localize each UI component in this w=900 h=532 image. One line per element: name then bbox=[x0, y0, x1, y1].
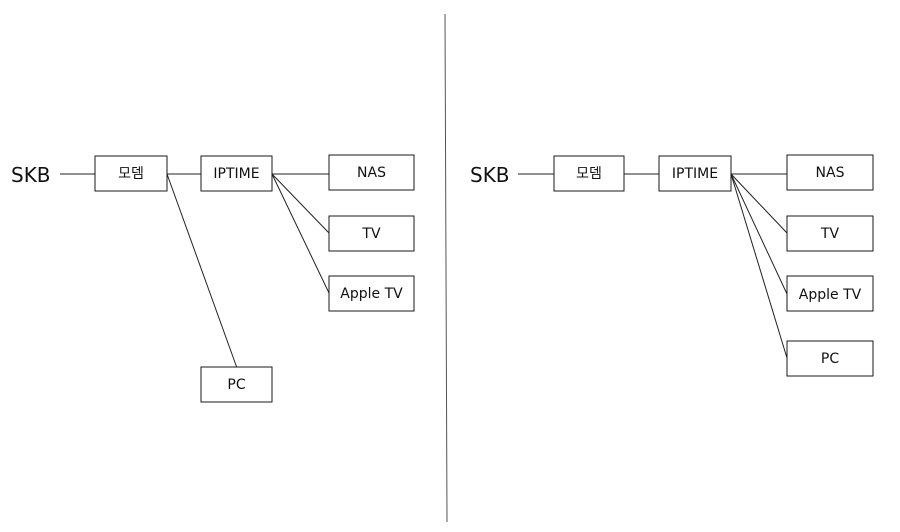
left-tv-label: TV bbox=[361, 226, 381, 242]
left-nas-label: NAS bbox=[357, 165, 386, 181]
right-pc-box bbox=[786, 340, 874, 377]
right-source-label: SKB bbox=[470, 163, 510, 187]
left-tv-node: TV bbox=[328, 215, 415, 252]
right-tv-node: TV bbox=[786, 215, 874, 252]
right-router-node: IPTIME bbox=[658, 155, 732, 192]
left-pc-label: PC bbox=[227, 377, 245, 393]
right-pc-label: PC bbox=[821, 351, 839, 367]
right-modem-node: 모뎀 bbox=[553, 155, 625, 192]
right-nas-label: NAS bbox=[816, 165, 845, 181]
left-modem-box bbox=[94, 155, 168, 192]
right-nas-box bbox=[786, 154, 874, 191]
left-router-box bbox=[200, 155, 273, 192]
left-nas-box bbox=[328, 154, 415, 191]
left-apple-tv-box bbox=[328, 275, 415, 312]
right-router-box bbox=[658, 155, 732, 192]
right-pc-node: PC bbox=[786, 340, 874, 377]
left-apple-tv-node: Apple TV bbox=[328, 275, 415, 312]
left-diagram: SKB 모뎀 IPTIME NAS TV Apple TV P bbox=[11, 154, 415, 403]
left-modem-node: 모뎀 bbox=[94, 155, 168, 192]
right-link-router-pc bbox=[730, 173, 788, 359]
right-modem-label: 모뎀 bbox=[576, 166, 602, 182]
right-diagram: SKB 모뎀 IPTIME NAS TV Apple TV P bbox=[470, 154, 874, 377]
left-link-modem-pc bbox=[166, 173, 238, 369]
right-tv-label: TV bbox=[820, 226, 840, 242]
right-nas-node: NAS bbox=[786, 154, 874, 191]
left-pc-box bbox=[200, 366, 273, 403]
right-apple-tv-label: Apple TV bbox=[799, 287, 862, 303]
left-modem-label: 모뎀 bbox=[118, 166, 144, 182]
left-link-router-tv bbox=[271, 173, 330, 234]
right-link-router-apple-tv bbox=[730, 173, 788, 295]
left-tv-box bbox=[328, 215, 415, 252]
right-apple-tv-box bbox=[786, 275, 874, 312]
left-source-label: SKB bbox=[11, 163, 51, 187]
right-link-router-tv bbox=[730, 173, 788, 234]
left-link-router-apple-tv bbox=[271, 173, 330, 294]
right-apple-tv-node: Apple TV bbox=[786, 275, 874, 312]
right-modem-box bbox=[553, 155, 625, 192]
left-pc-node: PC bbox=[200, 366, 273, 403]
center-divider bbox=[444, 13, 448, 523]
right-tv-box bbox=[786, 215, 874, 252]
left-apple-tv-label: Apple TV bbox=[340, 286, 403, 302]
left-router-label: IPTIME bbox=[213, 166, 259, 182]
left-router-node: IPTIME bbox=[200, 155, 273, 192]
left-nas-node: NAS bbox=[328, 154, 415, 191]
right-router-label: IPTIME bbox=[672, 166, 718, 182]
